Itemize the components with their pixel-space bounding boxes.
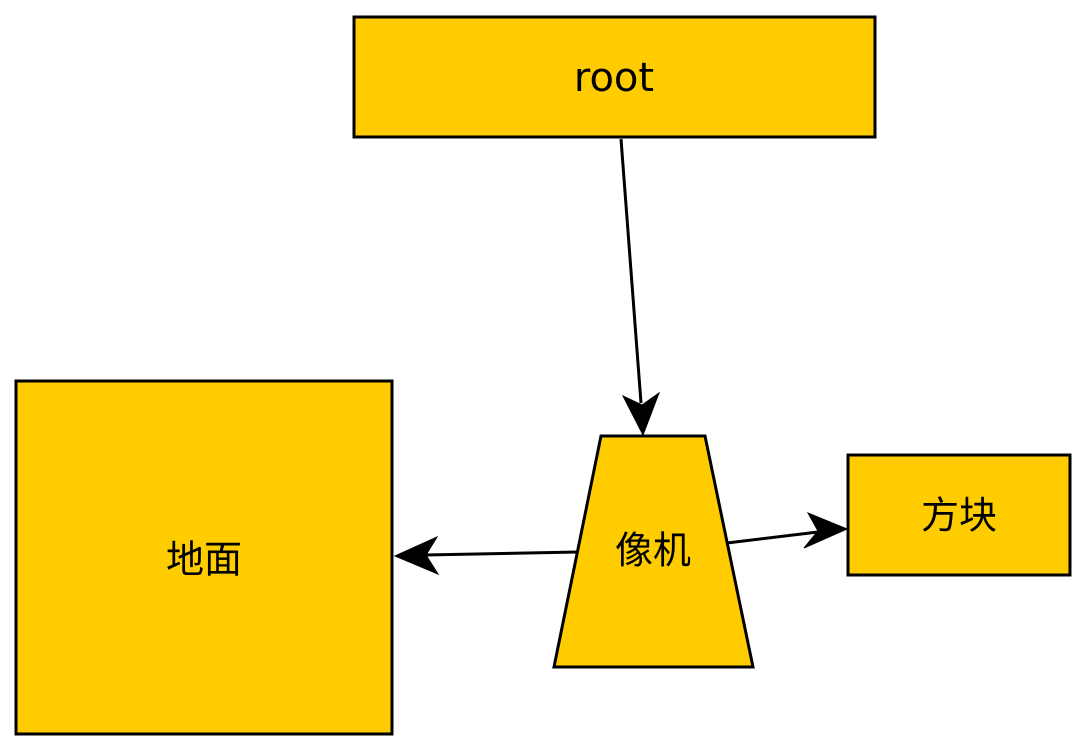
node-cube-box bbox=[846, 453, 1072, 577]
node-cube-label: 方块 bbox=[921, 494, 997, 538]
edge-root-to-camera bbox=[619, 138, 643, 404]
arrowhead-camera-icon bbox=[621, 391, 661, 437]
arrowhead-cube-icon bbox=[803, 511, 849, 549]
node-camera-trapezoid bbox=[552, 434, 755, 669]
node-camera[interactable]: 像机 bbox=[552, 434, 755, 669]
edge-camera-to-cube bbox=[726, 530, 819, 545]
arrowhead-ground-icon bbox=[393, 535, 440, 576]
node-root-label: root bbox=[574, 55, 654, 101]
node-ground[interactable]: 地面 bbox=[14, 379, 394, 736]
edge-camera-to-ground bbox=[424, 550, 579, 557]
node-camera-label: 像机 bbox=[615, 529, 691, 573]
node-cube[interactable]: 方块 bbox=[846, 453, 1072, 577]
node-root-box bbox=[352, 15, 877, 139]
node-ground-box bbox=[14, 379, 394, 736]
node-root[interactable]: root bbox=[352, 15, 877, 139]
node-ground-label: 地面 bbox=[166, 538, 242, 582]
edges bbox=[393, 138, 849, 576]
